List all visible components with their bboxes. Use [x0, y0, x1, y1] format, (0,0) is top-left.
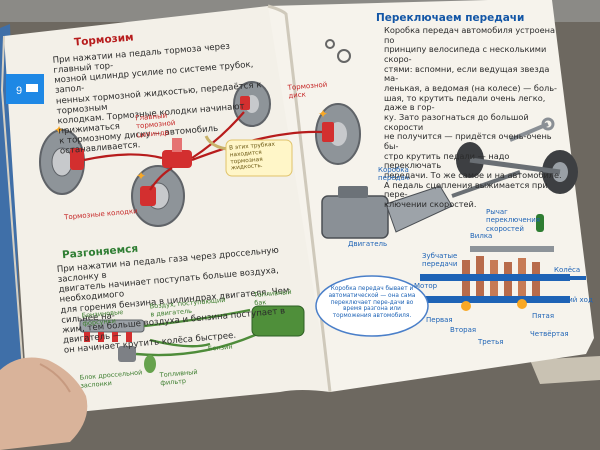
shift-lever-label: Рычаг переключения скоростей [486, 208, 541, 233]
gear-line-4: ленькая, а ведомая (на колесе) — боль- [384, 83, 558, 94]
gear-heading: Переключаем передачи [376, 12, 525, 24]
svg-text:✦: ✦ [54, 123, 64, 137]
first-gear-label: Первая [426, 316, 453, 324]
gearbox-label: Коробка передач [378, 166, 409, 183]
reverse-label: Задний ход [550, 296, 593, 304]
engine-label: Двигатель [348, 240, 388, 248]
gear-line-11: ключении скоростей. [384, 199, 477, 210]
gear-icon [337, 49, 351, 63]
gear-line-3: стями: вспомни, если ведущая звезда ма- [384, 63, 550, 84]
gear-line-6: ку. Зато разогнаться до большой скорости [384, 112, 529, 132]
master-cylinder [162, 150, 192, 168]
tubes-callout-box [225, 139, 293, 177]
brake-illustration: ✦ ✦ ✦ [39, 81, 361, 227]
left-page-edge [0, 35, 27, 411]
wheels-label: Колёса [554, 266, 581, 274]
third-gear-label: Третья [478, 338, 504, 346]
gear-line-8: стро крутить педали — надо переключать [384, 150, 510, 171]
fuel-filter [144, 355, 156, 373]
gear-line-2: принципу велосипеда с несколькими скоро- [384, 44, 547, 65]
brake-paragraph: При нажатии на педаль тормоза через глав… [52, 38, 277, 157]
gear-line-5: шая, то крутить педали очень легко, даже… [384, 92, 546, 113]
output-shaft [420, 296, 570, 303]
wrench-icon [509, 122, 549, 142]
gear-line-9: передачи. То же самое и на автомобиле. [384, 170, 562, 181]
auto-gearbox-bubble [315, 275, 429, 337]
fuel-tank [251, 305, 305, 337]
gearbox-housing [385, 185, 453, 233]
drive-shaft [451, 170, 521, 198]
gear-line-10: А педаль сцепления выжимается при пере- [384, 179, 548, 200]
forks-label: Вилка [470, 232, 493, 240]
fuel-lines [135, 308, 263, 357]
motor-label: Мотор [414, 282, 438, 290]
auto-gearbox-note: Коробка передач бывает и автоматической … [328, 286, 416, 320]
throttle-body [118, 346, 136, 362]
brake-lines [83, 111, 323, 191]
shift-rail [470, 246, 554, 252]
book-cover-stack [530, 356, 600, 384]
section-tab-number: 9 [16, 85, 22, 97]
fuel-illustration [79, 305, 305, 373]
svg-text:✦: ✦ [136, 169, 146, 183]
hand [0, 357, 88, 450]
gear-paragraph: Коробка передач автомобиля устроена по п… [384, 25, 564, 210]
svg-text:✦: ✦ [318, 107, 328, 121]
fifth-gear-label: Пятая [532, 312, 555, 320]
brake-caliper-left [70, 148, 84, 170]
gear-line-7: не получится — придётся очень-очень бы- [384, 131, 552, 152]
tubes-note: В этих трубках находится тормозная жидко… [228, 141, 276, 173]
master-cylinder-label: Главный тормозной цилиндр [135, 111, 176, 139]
gearbox-illustration [315, 39, 586, 337]
shift-knob [536, 214, 544, 232]
input-shaft [420, 274, 570, 281]
brake-caliper-front [140, 186, 156, 206]
engine-block [321, 195, 389, 239]
page-gutter [267, 4, 332, 393]
gear-teeth-label: Зубчатые передачи [422, 252, 458, 269]
gear-line-1: Коробка передач автомобиля устроена по [384, 25, 556, 45]
truck-icon [26, 84, 38, 92]
fourth-gear-label: Четвёртая [530, 330, 569, 338]
section-tab [6, 74, 44, 104]
second-gear-label: Вторая [450, 326, 477, 334]
